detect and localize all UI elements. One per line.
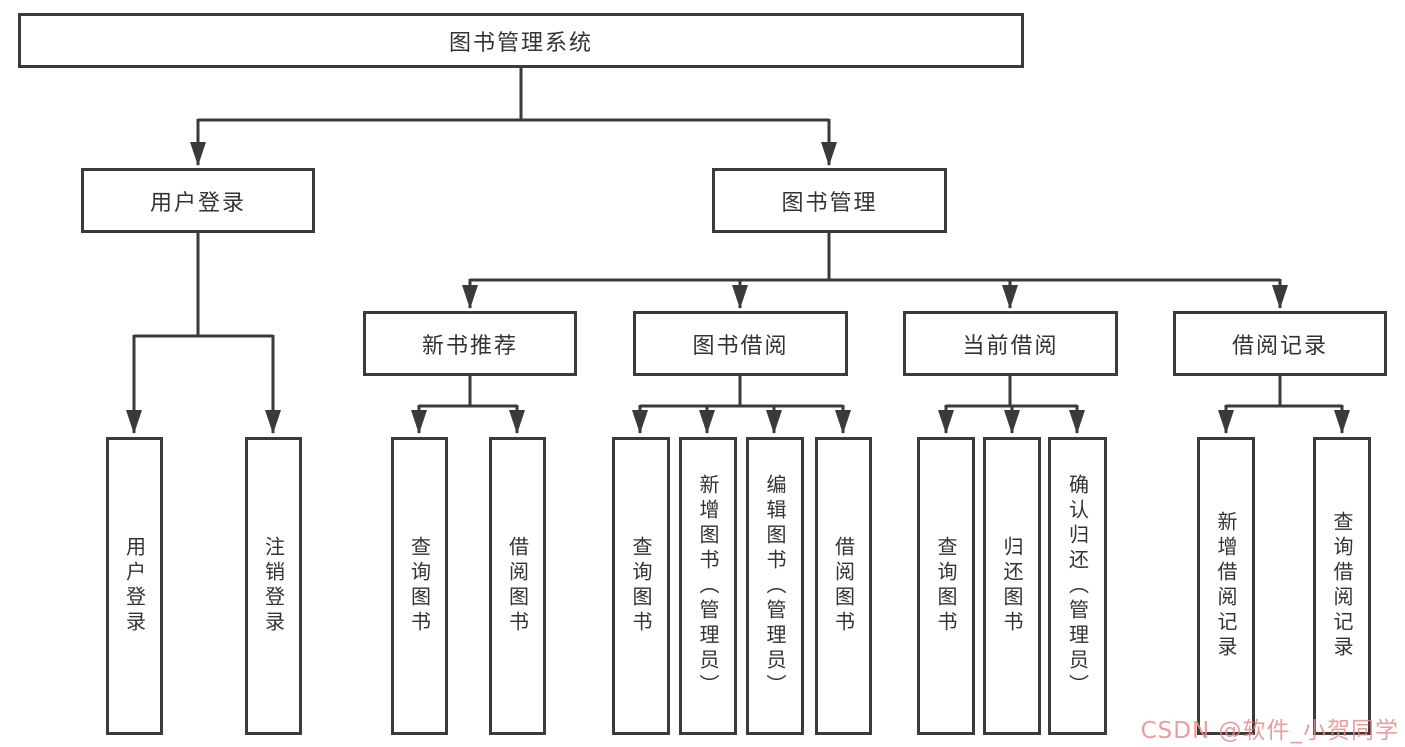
- node-label: 借阅记录: [1231, 333, 1328, 359]
- leaf-query-borrow-record: 查询借阅记录: [1313, 437, 1371, 735]
- node-user-login: 用户登录: [81, 168, 315, 233]
- node-book-borrowing: 图书借阅: [633, 311, 848, 376]
- leaf-add-borrow-record: 新增借阅记录: [1197, 437, 1255, 735]
- leaf-query-books-borrowing: 查询图书: [612, 437, 670, 735]
- leaf-return-books: 归还图书: [983, 437, 1041, 735]
- leaf-borrow-books: 借阅图书: [815, 437, 872, 735]
- node-new-book-recommend: 新书推荐: [363, 311, 577, 376]
- node-borrowing-records: 借阅记录: [1173, 311, 1387, 376]
- leaf-label: 查询借阅记录: [1330, 511, 1354, 661]
- leaf-query-books-recommend: 查询图书: [391, 437, 448, 735]
- leaf-query-books-current: 查询图书: [917, 437, 975, 735]
- node-label: 当前借阅: [962, 333, 1059, 359]
- leaf-label: 查询图书: [934, 536, 958, 636]
- node-label: 用户登录: [149, 190, 246, 216]
- node-current-borrowing: 当前借阅: [903, 311, 1118, 376]
- node-label: 图书管理: [781, 190, 878, 216]
- leaf-label: 查询图书: [629, 536, 653, 636]
- leaf-label: 借阅图书: [831, 536, 856, 636]
- node-label: 图书借阅: [692, 333, 789, 359]
- leaf-user-login: 用户登录: [106, 437, 163, 735]
- leaf-edit-book-admin: 编辑图书（管理员）: [746, 437, 804, 735]
- leaf-label: 查询图书: [407, 536, 432, 636]
- leaf-label: 新增借阅记录: [1214, 511, 1238, 661]
- leaf-label: 用户登录: [122, 536, 147, 636]
- leaf-label: 归还图书: [1000, 536, 1024, 636]
- node-library-management-system: 图书管理系统: [18, 13, 1024, 68]
- leaf-borrow-books-recommend: 借阅图书: [489, 437, 546, 735]
- leaf-label: 新增图书（管理员）: [696, 473, 720, 699]
- leaf-add-book-admin: 新增图书（管理员）: [679, 437, 737, 735]
- node-book-management: 图书管理: [712, 168, 947, 233]
- node-label: 图书管理系统: [448, 30, 593, 56]
- leaf-confirm-return-admin: 确认归还（管理员）: [1048, 437, 1107, 735]
- leaf-label: 编辑图书（管理员）: [763, 473, 787, 699]
- leaf-logout: 注销登录: [245, 437, 302, 735]
- leaf-label: 注销登录: [261, 536, 286, 636]
- leaf-label: 借阅图书: [505, 536, 530, 636]
- leaf-label: 确认归还（管理员）: [1065, 473, 1090, 699]
- node-label: 新书推荐: [421, 333, 518, 359]
